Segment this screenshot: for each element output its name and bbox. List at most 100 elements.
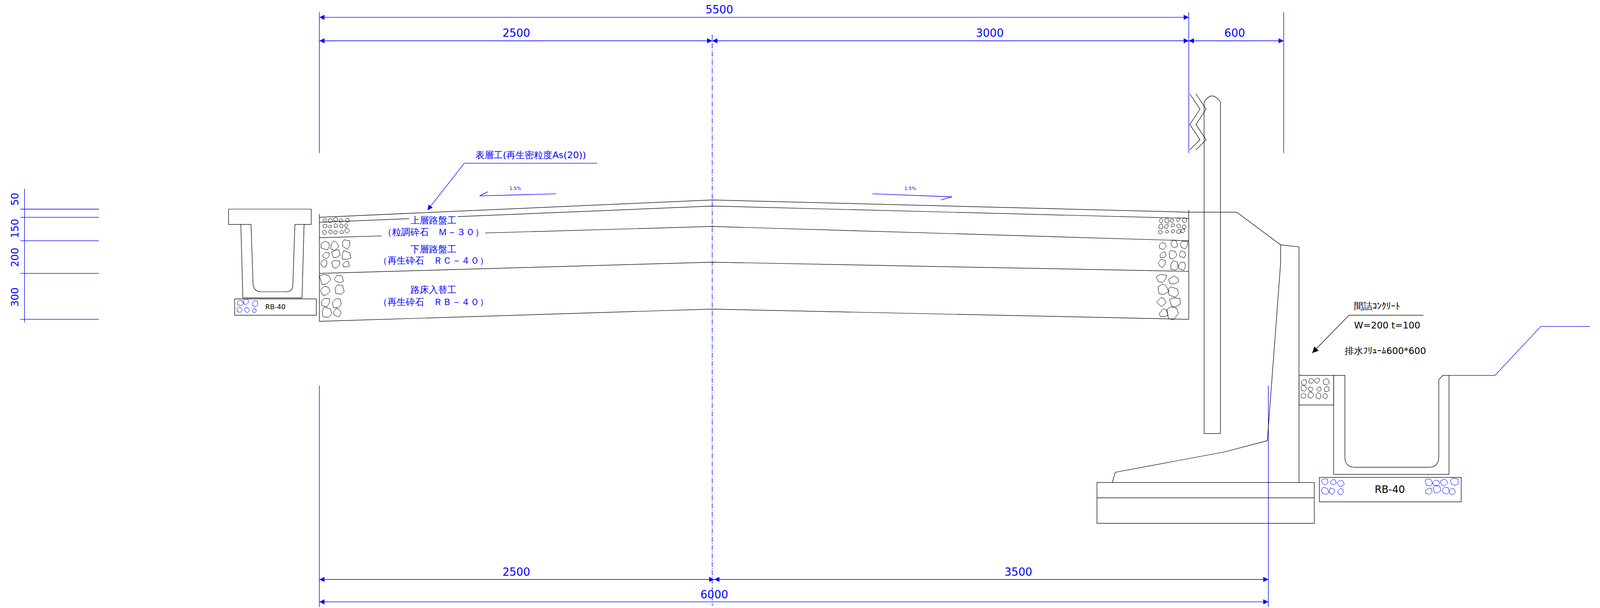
stone-hatching — [236, 217, 1459, 495]
stone-mark — [333, 307, 342, 317]
structure-lines — [228, 93, 1590, 524]
callout-text: 排水ﾌﾘｭｰﾑ600*600 — [1344, 346, 1426, 356]
material-label: RB-40 — [1374, 484, 1405, 495]
stone-mark — [335, 284, 345, 295]
stone-mark — [320, 241, 330, 250]
stone-mark — [1178, 261, 1186, 271]
stone-mark — [1169, 297, 1181, 308]
material-label: RB-40 — [265, 303, 286, 311]
stone-mark — [236, 306, 242, 313]
stone-mark — [333, 223, 339, 228]
stone-mark — [1321, 478, 1329, 485]
stone-mark — [1442, 487, 1450, 495]
stone-mark — [1171, 229, 1175, 233]
stone-mark — [328, 225, 332, 228]
stone-mark — [1324, 386, 1330, 392]
layer-callout: 表層工(再生密粒度As(20)) — [475, 150, 587, 160]
stone-mark — [1168, 276, 1179, 285]
dimension-text: 200 — [10, 247, 21, 267]
stone-mark — [1315, 392, 1321, 400]
stone-mark — [339, 230, 344, 234]
callout-text: 間詰ｺﾝｸﾘｰﾄ — [1353, 301, 1400, 311]
stone-mark — [1165, 230, 1170, 234]
layer-label: 上層路盤工 — [409, 215, 458, 226]
stone-mark — [1328, 487, 1335, 495]
stone-mark — [1169, 250, 1177, 259]
stone-mark — [328, 218, 333, 223]
stone-mark — [343, 261, 350, 267]
stone-mark — [1425, 488, 1433, 495]
stone-mark — [333, 230, 338, 235]
stone-mark — [1323, 378, 1330, 385]
stone-mark — [320, 259, 328, 268]
stone-mark — [1170, 260, 1178, 271]
stone-mark — [1158, 223, 1164, 229]
stone-mark — [1167, 286, 1179, 298]
stone-mark — [322, 224, 328, 228]
layer-label: （再生砕石 ＲＢ－４０） — [376, 297, 490, 307]
stone-mark — [1307, 387, 1313, 392]
layer-label: （再生砕石 ＲＣ－４０） — [376, 256, 490, 266]
dimension-text: 3000 — [976, 28, 1004, 40]
stone-mark — [1170, 239, 1178, 248]
stone-mark — [1160, 251, 1167, 258]
stone-mark — [319, 274, 331, 285]
layer-label: 下層路盤工 — [409, 244, 458, 255]
callout-text: W=200 t=100 — [1353, 320, 1421, 331]
stone-mark — [342, 250, 352, 260]
stone-mark — [1307, 391, 1314, 399]
stone-mark — [1433, 484, 1442, 493]
stone-mark — [1336, 479, 1345, 487]
stone-mark — [1170, 218, 1175, 223]
stone-mark — [1450, 477, 1459, 486]
stone-mark — [321, 298, 330, 307]
stone-mark — [1158, 242, 1167, 250]
stone-mark — [1300, 384, 1307, 391]
stone-mark — [1314, 377, 1320, 384]
stone-mark — [344, 228, 350, 234]
stone-mark — [1158, 259, 1166, 268]
stone-mark — [1321, 487, 1329, 495]
stone-mark — [1323, 393, 1328, 399]
stone-mark — [1180, 241, 1188, 249]
layer-label: 路床入替工 — [409, 284, 458, 295]
stone-mark — [1176, 217, 1180, 222]
stone-mark — [1330, 479, 1337, 485]
stone-mark — [1425, 478, 1433, 486]
stone-mark — [334, 275, 344, 283]
stone-mark — [320, 286, 330, 296]
stone-mark — [1440, 479, 1448, 486]
stone-mark — [330, 240, 339, 251]
stone-mark — [1432, 479, 1440, 487]
dimension-text: 5500 — [705, 4, 734, 16]
stone-mark — [345, 218, 350, 223]
stone-mark — [1179, 250, 1186, 258]
stone-mark — [331, 249, 341, 258]
stone-mark — [252, 300, 258, 307]
stone-mark — [344, 223, 349, 228]
stone-mark — [237, 300, 244, 306]
dimension-lines — [20, 12, 1284, 607]
stone-mark — [1164, 218, 1170, 224]
stone-mark — [1182, 217, 1187, 223]
stone-mark — [333, 217, 338, 222]
stone-mark — [331, 260, 340, 269]
stone-mark — [1337, 488, 1344, 495]
stone-mark — [1158, 230, 1163, 234]
stone-mark — [322, 252, 330, 259]
stone-mark — [322, 229, 327, 235]
stone-mark — [323, 218, 327, 222]
stone-mark — [252, 308, 257, 313]
stone-mark — [1156, 297, 1167, 307]
stone-mark — [1180, 228, 1185, 233]
slope-text: 1.5% — [509, 186, 522, 192]
dimension-text: 6000 — [700, 589, 729, 601]
stone-mark — [1164, 224, 1169, 229]
stone-mark — [1308, 378, 1314, 383]
stone-mark — [332, 298, 342, 308]
stone-mark — [1171, 223, 1175, 227]
dimension-text: 150 — [10, 218, 21, 239]
stone-mark — [322, 307, 332, 318]
stone-mark — [1182, 225, 1187, 229]
stone-mark — [328, 230, 332, 235]
